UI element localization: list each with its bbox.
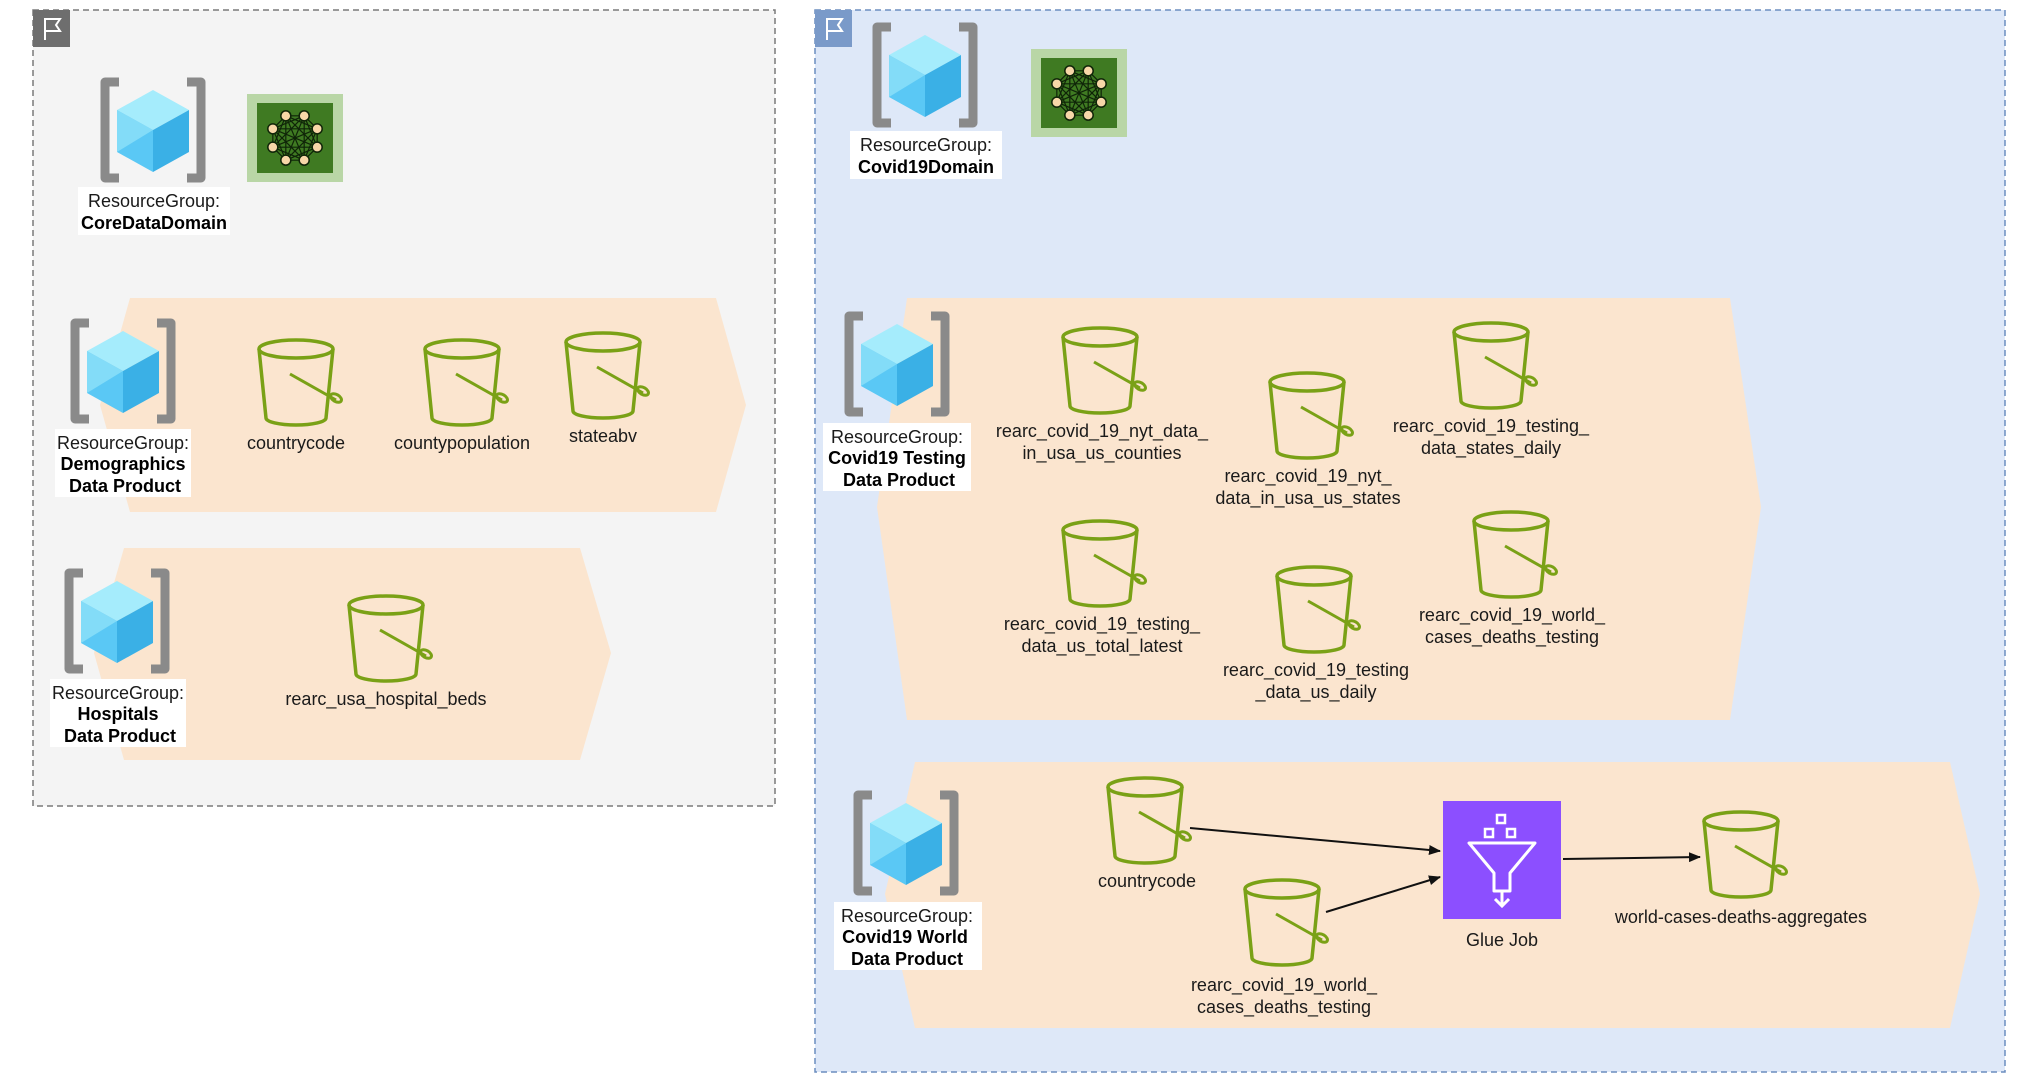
resource-group-icon (844, 311, 950, 417)
bucket-label: world-cases-deaths-aggregates (1614, 907, 1867, 927)
label-background (834, 902, 982, 970)
s3-bucket-icon (564, 331, 650, 420)
covid19-testing-product-band[interactable] (877, 298, 1761, 720)
glue-job-icon[interactable] (1443, 801, 1561, 919)
bucket-label: rearc_covid_19_world_ (1191, 975, 1378, 996)
s3-bucket-icon (1472, 510, 1558, 599)
product-name: Data Product (851, 949, 963, 969)
product-name: Data Product (69, 476, 181, 496)
bucket-label: data_states_daily (1421, 438, 1561, 459)
s3-bucket-icon (1243, 878, 1329, 967)
glue-job-label: Glue Job (1466, 930, 1538, 950)
s3-bucket-icon (1275, 565, 1361, 654)
s3-bucket-icon (423, 338, 509, 427)
resource-group-name: CoreDataDomain (81, 213, 227, 233)
data-mesh-network-icon (1031, 49, 1127, 137)
covid19-world-product-band[interactable] (885, 762, 1980, 1028)
resource-group-label: ResourceGroup: (52, 683, 184, 703)
demographics-product-band[interactable] (100, 298, 746, 512)
flow-arrow (1562, 852, 1701, 863)
bucket-label: in_usa_us_counties (1022, 443, 1181, 464)
resource-group-icon (853, 790, 959, 896)
flag-icon (815, 10, 852, 47)
resource-group-label: ResourceGroup: (88, 191, 220, 211)
product-name: Data Product (843, 470, 955, 490)
s3-bucket-icon (1061, 326, 1147, 415)
resource-group-name: Covid19Domain (858, 157, 994, 177)
bucket-label: rearc_covid_19_nyt_ (1224, 466, 1392, 487)
s3-bucket-icon (1106, 776, 1192, 865)
bucket-label: data_in_usa_us_states (1215, 488, 1400, 509)
bucket-label: stateabv (569, 426, 637, 446)
s3-bucket-icon (1268, 371, 1354, 460)
s3-bucket-icon (347, 594, 433, 683)
product-name: Demographics (60, 454, 185, 474)
bucket-label: rearc_covid_19_testing (1223, 660, 1409, 681)
bucket-label: countrycode (247, 433, 345, 453)
bucket-label: countypopulation (394, 433, 530, 453)
resource-group-icon (70, 318, 176, 424)
bucket-label: rearc_usa_hospital_beds (285, 689, 486, 710)
flag-icon (33, 10, 70, 47)
resource-group-icon (872, 22, 978, 128)
bucket-label: cases_deaths_testing (1425, 627, 1599, 648)
label-background (850, 131, 1002, 179)
flow-arrow (1325, 875, 1441, 913)
s3-bucket-icon (257, 338, 343, 427)
label-background (823, 423, 971, 491)
product-name: Data Product (64, 726, 176, 746)
product-name: Covid19 Testing (828, 448, 966, 468)
resource-group-icon (64, 568, 170, 674)
s3-bucket-icon (1452, 321, 1538, 410)
data-mesh-network-icon (247, 94, 343, 182)
bucket-label: rearc_covid_19_world_ (1419, 605, 1606, 626)
s3-bucket-icon (1702, 810, 1788, 899)
bucket-label: rearc_covid_19_nyt_data_ (996, 421, 1209, 442)
label-background (55, 429, 191, 497)
bucket-label: rearc_covid_19_testing_ (1004, 614, 1201, 635)
resource-group-label: ResourceGroup: (57, 433, 189, 453)
s3-bucket-icon (1061, 519, 1147, 608)
bucket-label: cases_deaths_testing (1197, 997, 1371, 1018)
flow-arrow (1189, 827, 1441, 855)
product-name: Covid19 World (842, 927, 968, 947)
resource-group-icon (100, 77, 206, 183)
bucket-label: data_us_total_latest (1021, 636, 1182, 657)
bucket-label: _data_us_daily (1254, 682, 1376, 703)
bucket-label: rearc_covid_19_testing_ (1393, 416, 1590, 437)
label-background (78, 187, 230, 235)
label-background (50, 679, 186, 747)
product-name: Hospitals (77, 704, 158, 724)
bucket-label: countrycode (1098, 871, 1196, 891)
resource-group-label: ResourceGroup: (841, 906, 973, 926)
resource-group-label: ResourceGroup: (860, 135, 992, 155)
resource-group-label: ResourceGroup: (831, 427, 963, 447)
